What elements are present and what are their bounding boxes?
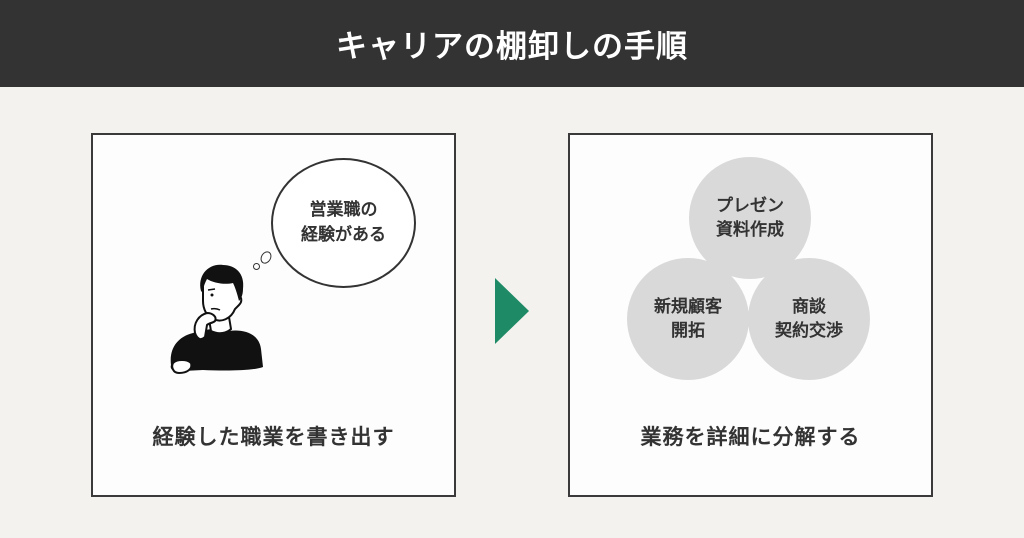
thought-dot-small: [253, 263, 260, 270]
task-circle-presentation: プレゼン 資料作成: [689, 157, 811, 279]
task-circle-new-clients: 新規顧客 開拓: [627, 258, 749, 380]
step-1-panel: 営業職の 経験がある 経験した職業を書き出す: [91, 133, 456, 497]
thought-bubble-line-1: 営業職の: [309, 200, 378, 220]
step-2-panel: プレゼン 資料作成 新規顧客 開拓 商談 契約交渉 業務を詳細に分解する: [568, 133, 933, 497]
thought-bubble-line-2: 経験がある: [301, 225, 386, 245]
task-circle-negotiation: 商談 契約交渉: [748, 258, 870, 380]
thinking-person-icon: [170, 264, 263, 375]
triangle-right-icon: [495, 278, 529, 344]
page-title: キャリアの棚卸しの手順: [336, 29, 688, 65]
thought-bubble: 営業職の 経験がある: [271, 158, 416, 288]
header-bar: キャリアの棚卸しの手順: [0, 0, 1024, 87]
step-2-caption: 業務を詳細に分解する: [640, 425, 861, 449]
step-1-caption: 経験した職業を書き出す: [152, 425, 395, 449]
